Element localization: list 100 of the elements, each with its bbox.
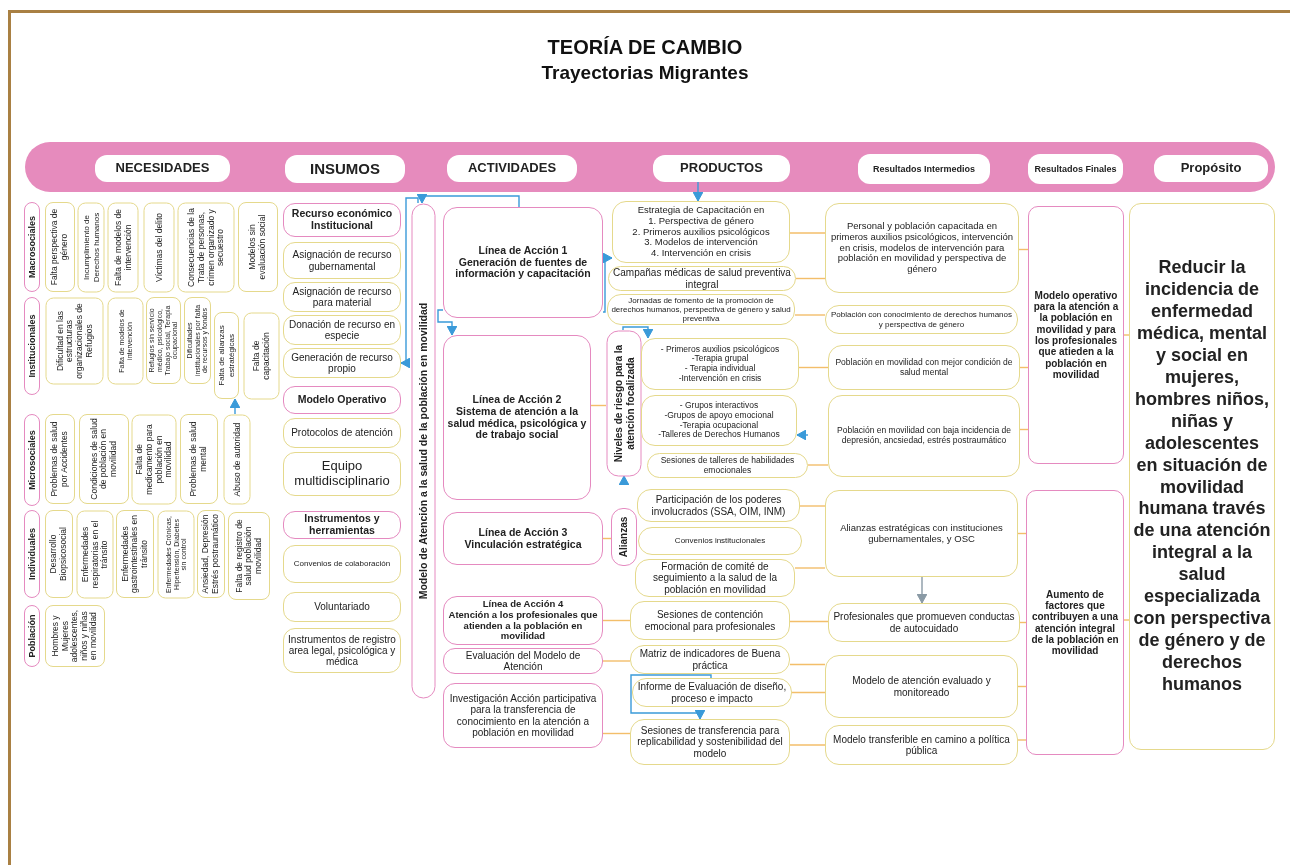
label-text: 4. Intervención en crisis [651, 248, 751, 259]
need-box [180, 414, 218, 504]
label-text: Recurso económico Institucional [290, 208, 394, 232]
label-text: -Terapia grupal [691, 354, 749, 364]
final-result-box [1026, 490, 1124, 755]
category-label [24, 297, 40, 395]
label-text: -Talleres de Derechos Humanos [658, 430, 780, 440]
action-line-box [443, 596, 603, 645]
label-text: Institucionales [26, 314, 38, 378]
result-box [825, 655, 1018, 718]
label-text: Propósito [1180, 161, 1242, 176]
label-text: Modelo Operativo [297, 394, 387, 406]
connector-line [789, 744, 826, 746]
label-text: Macrosociales [26, 216, 38, 279]
input-box [283, 418, 401, 448]
label-text: Niveles de riesgo para la atención focalizada [612, 343, 635, 464]
need-box [177, 202, 234, 292]
column-header [858, 154, 990, 184]
result-box [828, 345, 1020, 390]
label-text: -Intervención en crisis [678, 373, 762, 384]
connector-line [799, 505, 826, 507]
final-result-box [1028, 206, 1124, 464]
connector-line [789, 620, 829, 623]
column-header [1028, 154, 1123, 184]
arrow [400, 197, 419, 369]
label-text: Población en movilidad con mejor condición de salud mental [834, 357, 1014, 378]
label-text: Generación de recurso propio [290, 351, 394, 375]
result-box [828, 603, 1020, 642]
label-text: -Grupos de apoyo emocional [664, 410, 774, 421]
label-text: Sesiones de transferencia para replicabilidad y sostenibilidad del modelo [636, 725, 784, 759]
need-box [45, 510, 73, 598]
need-box [77, 202, 104, 292]
arrow [602, 252, 613, 313]
input-box [283, 242, 401, 279]
need-box [79, 414, 129, 504]
label-text: Convenios de colaboración [293, 559, 391, 569]
category-label [24, 510, 40, 598]
label-text: Formación de comité de seguimiento a la salud de la población en movilidad [652, 561, 778, 595]
label-text: 1. Perspectiva de género [648, 215, 754, 227]
vertical-label-box [606, 330, 641, 476]
label-text: Modelo operativo para la atención a la población en movilidad y para los profesionales que atieden a la población en movilidad [1032, 289, 1120, 381]
need-box [223, 414, 250, 504]
label-text: Voluntariado [314, 601, 370, 613]
label-text: Campañas médicas de salud preventiva integral [612, 267, 792, 290]
arrow [692, 181, 704, 202]
result-box [825, 725, 1018, 765]
label-text: Microsociales [26, 430, 38, 490]
label-text: Modelo de atención evaluado y monitoreado [851, 675, 992, 698]
connector-line [602, 660, 631, 662]
need-box [228, 512, 270, 600]
result-box [638, 527, 802, 555]
label-text: Alianzas estratégicas con instituciones gubernamentales, y OSC [839, 522, 1004, 545]
label-text: Dificultad en las estructuras organizacionales de Refugios [54, 301, 94, 380]
label-text: INSUMOS [310, 160, 380, 178]
label-text: Condiciones de salud de población en movilidad [89, 418, 119, 500]
result-box [825, 203, 1019, 293]
purpose-box [1129, 203, 1275, 750]
label-text: Población con conocimiento de derechos humanos y perspectiva de género [830, 310, 1013, 329]
label-text: ACTIVIDADES [467, 161, 557, 176]
arrow [618, 475, 630, 486]
arrow [229, 398, 241, 415]
need-box [76, 510, 113, 598]
input-box [283, 592, 401, 622]
label-text: Enfermedades gastrointestinales en tránsito [120, 514, 150, 594]
arrow [630, 674, 712, 720]
label-text: Aumento de factores que contribuyen a una atención integral de la población en movilidad [1030, 588, 1120, 657]
label-text: Abuso de autoridad [231, 422, 242, 496]
label-text: Población [26, 614, 38, 658]
input-box [283, 282, 401, 312]
label-text: Línea de Acción 4 [482, 599, 564, 610]
column-header [1154, 155, 1268, 182]
label-text: Víctimas del delito [153, 212, 164, 282]
arrow [916, 576, 928, 604]
label-text: Ansiedad, Depresión Estrés postraumático [201, 514, 221, 594]
label-text: Jornadas de fomento de la promoción de derechos humanos, perspectiva de género y salud preventiva [611, 295, 791, 324]
label-text: Reducir la incidencia de enfermedad médica, mental y social en mujeres, hombres niños, niñas y adolescentes en situación de movilidad humana través de una atención integral a la salud especializada con perspectiva de género y de derechos humanos [1133, 256, 1271, 697]
label-text: 2. Primeros auxilios psicológicos [632, 226, 770, 238]
need-box [143, 202, 174, 292]
label-text: Generación de fuentes de información y capacitación [454, 256, 592, 281]
need-box [157, 510, 194, 598]
label-text: Población en movilidad con baja incidencia de depresión, ancsiedad, estrés postraumático [836, 426, 1012, 446]
category-label [24, 605, 40, 667]
need-box [214, 312, 239, 399]
label-text: Investigación Acción participativa para la transferencia de conocimiento en la atención a población en movilidad [448, 692, 598, 739]
need-box [45, 605, 105, 667]
column-header [653, 155, 790, 182]
result-box [630, 601, 790, 640]
connector-line [1017, 739, 1027, 741]
result-box [637, 489, 800, 522]
label-text: Instrumentos de registro area legal, psicológica y médica [287, 633, 397, 668]
connector-line [1123, 619, 1130, 621]
need-box [131, 414, 176, 504]
label-text: Falta perspectiva de género [50, 207, 70, 288]
label-text: Incumplimiento de Derechos humanos [81, 211, 100, 284]
connector-line [791, 691, 826, 694]
diagram-subtitle: Trayectorias Migrantes [540, 62, 750, 84]
vertical-label-box [411, 203, 435, 698]
arrow [437, 309, 458, 336]
label-text: 3. Modelos de intervención [644, 237, 758, 249]
label-text: Desarrollo Biopsicosocial [49, 526, 69, 583]
